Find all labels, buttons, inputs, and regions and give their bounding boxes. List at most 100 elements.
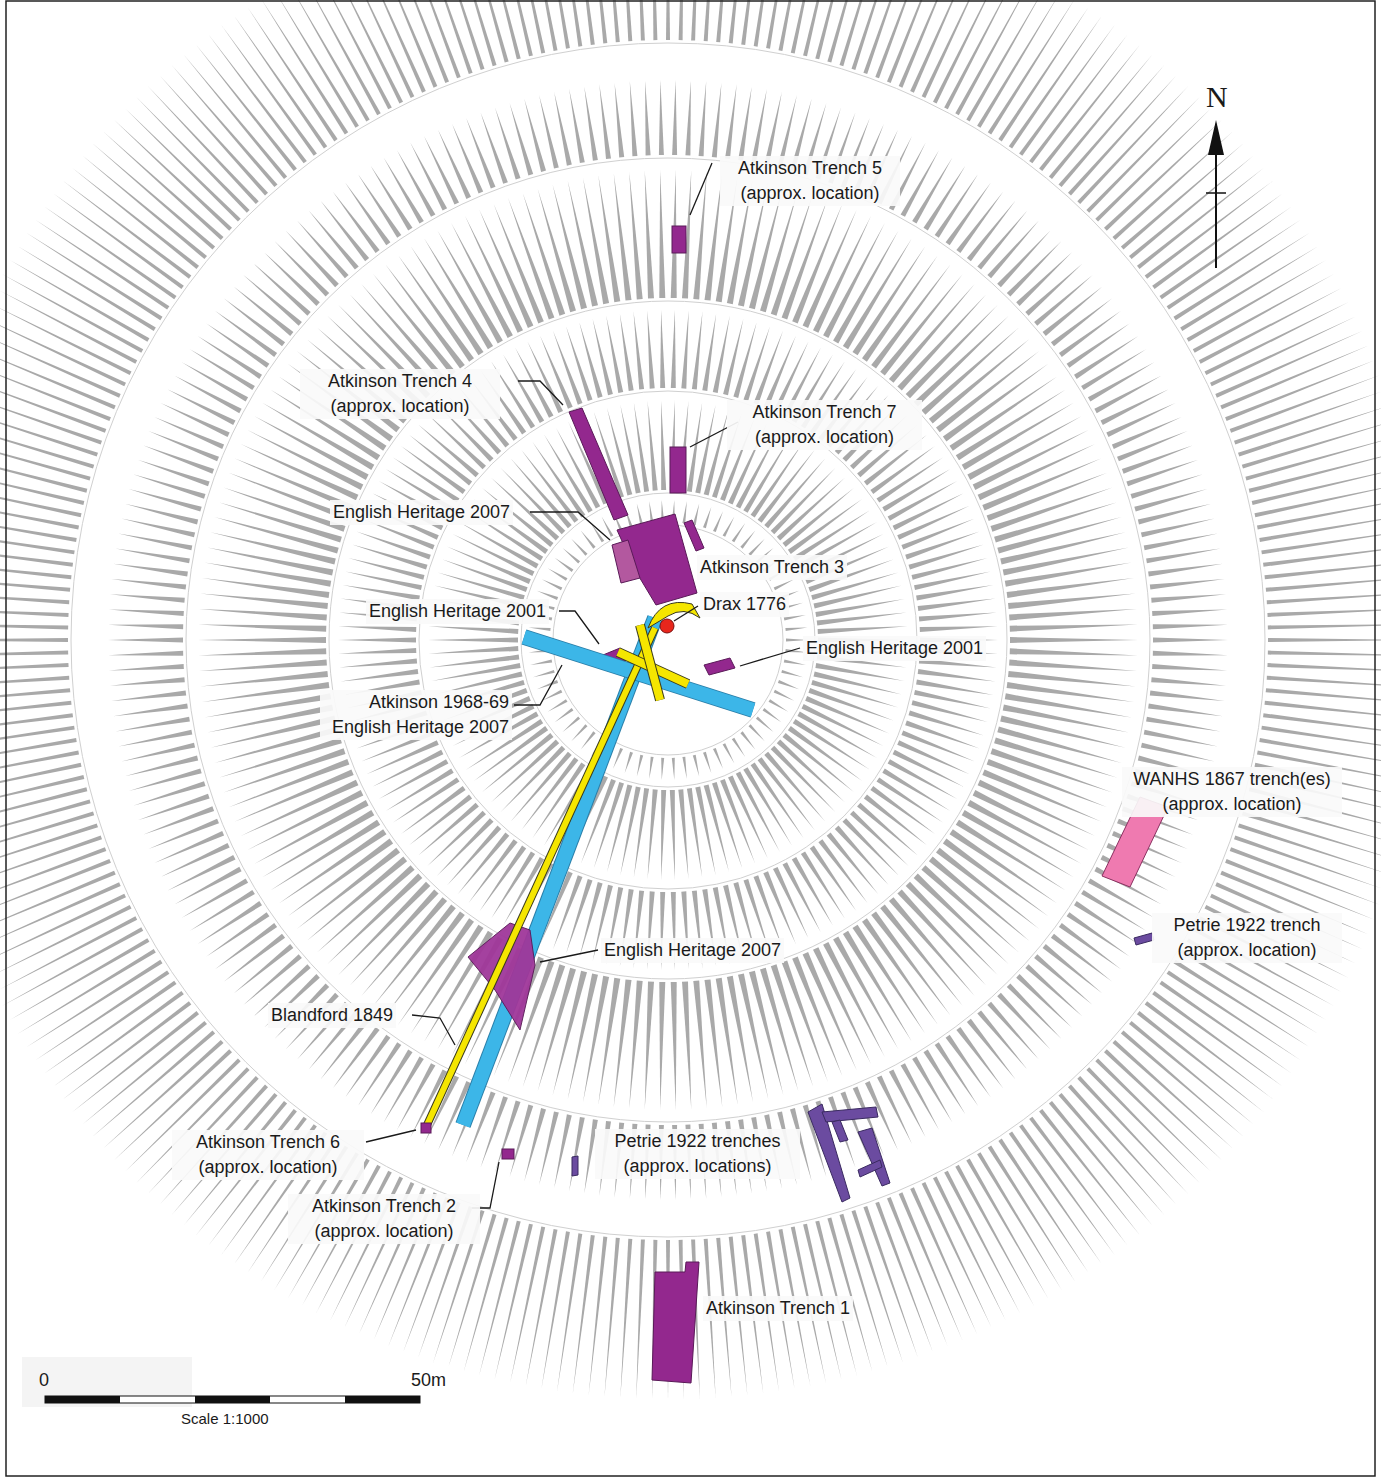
hachure	[1009, 660, 1137, 672]
hachure	[479, 0, 521, 59]
hachure	[648, 401, 658, 491]
hachure	[482, 733, 553, 792]
trench	[612, 540, 640, 583]
hachure	[751, 442, 804, 518]
hachure	[823, 942, 885, 1057]
hachure	[583, 178, 609, 304]
hachure	[18, 949, 156, 1034]
hachure	[887, 0, 948, 83]
hachure	[693, 504, 699, 526]
hachure	[693, 755, 699, 777]
hachure	[116, 717, 190, 732]
hachure	[397, 150, 436, 217]
hachure	[581, 531, 596, 549]
hachure	[409, 795, 472, 845]
hachure	[202, 682, 329, 702]
hachure	[763, 336, 796, 409]
hachure	[241, 780, 359, 836]
hachure	[373, 905, 456, 1007]
hachure	[1268, 651, 1381, 656]
hachure	[111, 579, 186, 590]
trench-label: Atkinson Trench 2 (approx. location)	[288, 1194, 480, 1244]
hachure	[899, 1192, 963, 1340]
hachure	[818, 626, 908, 634]
hachure	[636, 1239, 645, 1399]
hachure	[614, 173, 632, 301]
hachure	[198, 648, 326, 655]
hachure	[452, 123, 483, 193]
hachure	[1261, 529, 1381, 554]
hachure	[0, 576, 70, 591]
hachure	[563, 717, 581, 733]
hachure	[636, 0, 645, 41]
trench	[502, 1149, 514, 1159]
hachure	[1000, 716, 1125, 748]
hachure	[410, 143, 447, 211]
hachure	[850, 811, 909, 866]
hachure	[1199, 288, 1342, 364]
hachure	[901, 730, 974, 761]
hachure	[813, 947, 871, 1064]
trench-label: English Heritage 2001	[366, 599, 549, 624]
hachure	[936, 351, 1039, 432]
hachure	[803, 210, 857, 328]
hachure	[451, 223, 513, 338]
hachure	[716, 0, 731, 42]
hachure	[198, 637, 326, 643]
tunnel-outline	[640, 625, 660, 700]
hachure	[1266, 576, 1381, 591]
hachure	[764, 92, 782, 166]
hachure	[1225, 859, 1375, 920]
hachure	[510, 103, 534, 176]
hachure	[620, 314, 634, 392]
hachure	[919, 612, 997, 621]
hachure	[967, 416, 1081, 480]
hachure	[1265, 561, 1381, 580]
hachure	[129, 768, 202, 791]
hachure	[316, 0, 392, 109]
hachure	[118, 730, 192, 747]
hachure	[630, 81, 638, 156]
hachure	[424, 136, 459, 205]
hachure	[1003, 547, 1129, 575]
hachure	[914, 874, 1009, 964]
hachure	[973, 430, 1089, 490]
hachure	[108, 638, 183, 643]
hachure	[1152, 664, 1227, 671]
hachure	[568, 181, 598, 307]
hachure	[943, 364, 1048, 442]
hachure	[297, 848, 400, 929]
hachure	[384, 1057, 424, 1123]
hachure	[1150, 579, 1225, 590]
leader-line	[518, 381, 563, 405]
hachure	[371, 1050, 413, 1115]
hachure	[929, 857, 1029, 941]
hachure	[814, 672, 902, 695]
hachure	[121, 743, 195, 762]
hachure	[629, 172, 643, 300]
hachure	[388, 0, 449, 83]
hachure	[870, 446, 935, 494]
hachure	[910, 0, 977, 93]
hachure	[566, 879, 593, 954]
hachure	[1267, 608, 1381, 617]
hachure	[1138, 504, 1211, 525]
hachure	[255, 800, 369, 864]
hachure	[428, 626, 518, 634]
hachure	[569, 89, 585, 163]
hachure	[987, 473, 1108, 521]
hachure	[738, 974, 768, 1100]
trench	[569, 408, 628, 520]
hachure	[743, 767, 792, 845]
hachure	[1141, 743, 1215, 762]
hachure	[508, 198, 554, 319]
hachure	[200, 671, 328, 687]
hachure	[0, 726, 75, 751]
hachure	[645, 171, 654, 299]
leader-line	[540, 950, 598, 962]
hachure	[427, 414, 486, 469]
hachure	[889, 1070, 926, 1138]
hachure	[121, 519, 195, 538]
hachure	[579, 882, 602, 958]
hachure	[871, 264, 950, 368]
